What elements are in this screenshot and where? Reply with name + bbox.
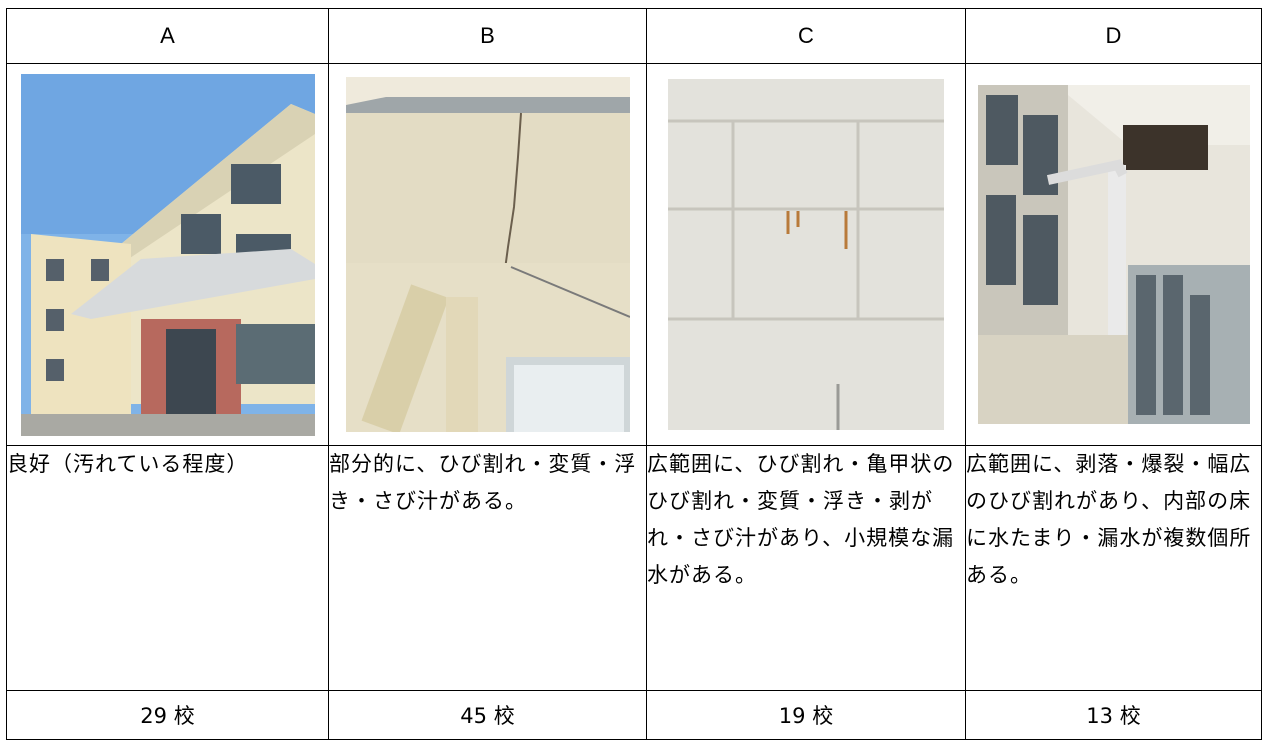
count-cell-a: 29 校 (6, 690, 329, 740)
spalled-eave-photo (977, 85, 1250, 424)
description-cell-c: 広範囲に、ひび割れ・亀甲状のひび割れ・変質・浮き・剥がれ・さび汁があり、小規模な… (646, 445, 966, 691)
description-row: 良好（汚れている程度） 部分的に、ひび割れ・変質・浮き・さび汁がある。 広範囲に… (6, 445, 1262, 691)
cracked-wall-photo (345, 77, 630, 432)
count-row: 29 校 45 校 19 校 13 校 (6, 690, 1262, 740)
header-cell-c: C (646, 8, 966, 64)
photo-cell-c (646, 63, 966, 446)
photo-cell-d (965, 63, 1262, 446)
header-row: A B C D (6, 8, 1262, 64)
count-cell-b: 45 校 (328, 690, 647, 740)
count-cell-d: 13 校 (965, 690, 1262, 740)
header-cell-d: D (965, 8, 1262, 64)
photo-cell-a (6, 63, 329, 446)
header-cell-b: B (328, 8, 647, 64)
header-cell-a: A (6, 8, 329, 64)
rust-stained-wall-photo (668, 79, 944, 430)
photo-row (6, 63, 1262, 446)
description-cell-a: 良好（汚れている程度） (6, 445, 329, 691)
condition-table: A B C D (6, 8, 1262, 740)
description-cell-b: 部分的に、ひび割れ・変質・浮き・さび汁がある。 (328, 445, 647, 691)
photo-cell-b (328, 63, 647, 446)
count-cell-c: 19 校 (646, 690, 966, 740)
school-building-photo (20, 73, 315, 436)
description-cell-d: 広範囲に、剥落・爆裂・幅広のひび割れがあり、内部の床に水たまり・漏水が複数個所あ… (965, 445, 1262, 691)
